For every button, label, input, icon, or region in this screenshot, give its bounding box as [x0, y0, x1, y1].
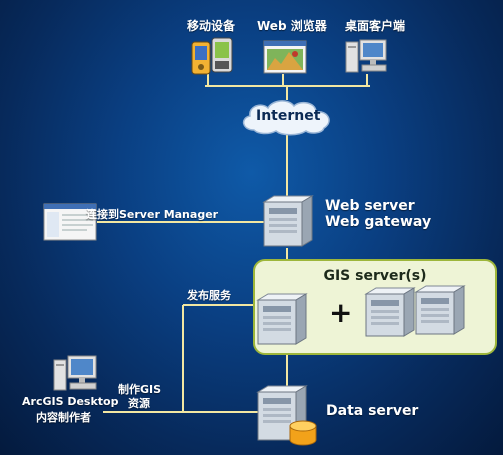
internet-cloud-icon — [242, 100, 330, 136]
web-browser-icon — [263, 40, 307, 74]
gis-server-icon — [364, 287, 416, 337]
arcgis-desktop-label: ArcGIS Desktop — [22, 395, 119, 408]
data-server-label: Data server — [326, 403, 419, 419]
gis-server-icon — [414, 285, 466, 335]
resources-label: 资源 — [128, 397, 150, 410]
gis-server-title: GIS server(s) — [323, 268, 427, 284]
mobile-device-label: 移动设备 — [187, 19, 236, 33]
desktop-client-icon — [345, 39, 387, 73]
publish-services-label: 发布服务 — [187, 289, 231, 302]
server-manager-window-icon — [43, 203, 97, 241]
gis-server-icon — [256, 293, 308, 345]
web-browser-label: Web 浏览器 — [257, 19, 327, 33]
arcgis-desktop-workstation-icon — [53, 355, 97, 391]
author-gis-label: 制作GIS — [118, 383, 162, 396]
server-manager-label: 连接到Server Manager — [86, 208, 219, 221]
web-server-icon — [262, 195, 314, 247]
plus-sign: + — [329, 296, 353, 329]
web-gateway-label: Web gateway — [325, 214, 432, 230]
mobile-device-icon — [191, 37, 233, 75]
content-author-label: 内容制作者 — [36, 411, 91, 424]
database-icon — [289, 420, 317, 446]
desktop-client-label: 桌面客户端 — [345, 19, 406, 33]
internet-label: Internet — [256, 108, 321, 124]
web-server-label: Web server — [325, 198, 415, 214]
